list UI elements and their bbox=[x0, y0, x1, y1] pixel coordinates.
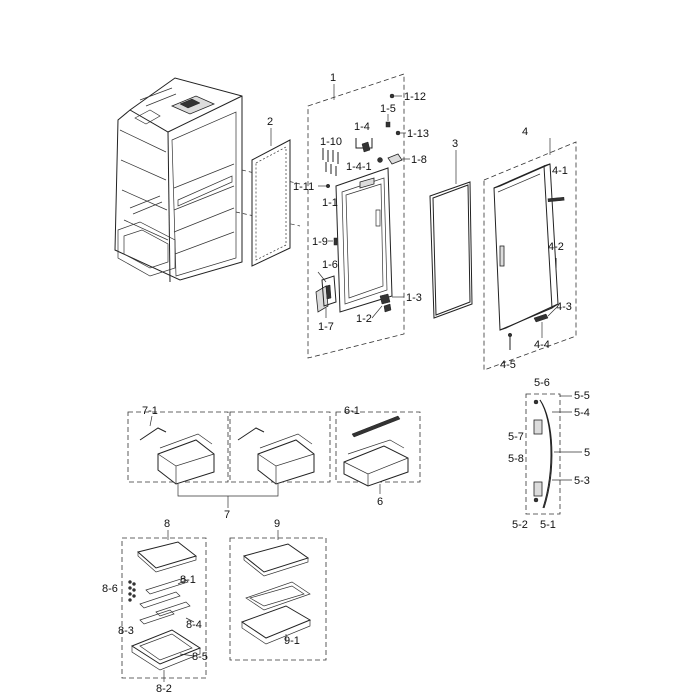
label-5-7: 5-7 bbox=[508, 431, 524, 443]
label-1-12: 1-12 bbox=[404, 91, 426, 103]
label-5: 5 bbox=[584, 447, 590, 459]
part-2-panel bbox=[251, 128, 291, 267]
part-1-door-frame bbox=[335, 167, 393, 313]
label-4-4: 4-4 bbox=[534, 339, 550, 351]
label-1-9: 1-9 bbox=[312, 236, 328, 248]
label-1-7: 1-7 bbox=[318, 321, 334, 333]
label-8: 8 bbox=[164, 518, 170, 530]
label-1-3: 1-3 bbox=[406, 292, 422, 304]
label-1-6: 1-6 bbox=[322, 259, 338, 271]
label-4-5: 4-5 bbox=[500, 359, 516, 371]
label-4-2: 4-2 bbox=[548, 241, 564, 253]
label-5-6: 5-6 bbox=[534, 377, 550, 389]
callout-labels: 1 1-12 1-5 1-4 1-13 1-10 1-4-1 1-8 1-11 … bbox=[102, 72, 590, 695]
label-1-5: 1-5 bbox=[380, 103, 396, 115]
label-1-11: 1-11 bbox=[293, 181, 314, 193]
part-7-door-bins bbox=[127, 411, 331, 508]
part-4-group-frame bbox=[483, 141, 577, 371]
label-8-1: 8-1 bbox=[180, 574, 196, 586]
label-4: 4 bbox=[522, 126, 528, 138]
label-5-3: 5-3 bbox=[574, 475, 590, 487]
label-1-4: 1-4 bbox=[354, 121, 370, 133]
label-6-1: 6-1 bbox=[344, 405, 360, 417]
label-4-3: 4-3 bbox=[556, 301, 572, 313]
label-8-2: 8-2 bbox=[156, 683, 172, 695]
label-5-2: 5-2 bbox=[512, 519, 528, 531]
label-1-13: 1-13 bbox=[407, 128, 429, 140]
label-7: 7 bbox=[224, 509, 230, 521]
label-4-1: 4-1 bbox=[552, 165, 568, 177]
label-5-5: 5-5 bbox=[574, 390, 590, 402]
label-1-8: 1-8 bbox=[411, 154, 427, 166]
part-3-door-gasket bbox=[429, 150, 473, 319]
label-1-10: 1-10 bbox=[320, 136, 342, 148]
label-5-1: 5-1 bbox=[540, 519, 556, 531]
label-5-4: 5-4 bbox=[574, 407, 590, 419]
label-3: 3 bbox=[452, 138, 458, 150]
part-4-door-panel bbox=[493, 138, 565, 350]
label-8-6: 8-6 bbox=[102, 583, 118, 595]
refrigerator-cabinet bbox=[114, 77, 243, 283]
label-6: 6 bbox=[377, 496, 383, 508]
label-8-4: 8-4 bbox=[186, 619, 202, 631]
label-5-8: 5-8 bbox=[508, 453, 524, 465]
label-7-1: 7-1 bbox=[142, 405, 158, 417]
label-9-1: 9-1 bbox=[284, 635, 300, 647]
part-1-group-frame bbox=[307, 73, 405, 359]
part-9-cover-assembly bbox=[229, 530, 327, 661]
part-6-bin bbox=[335, 411, 421, 494]
label-8-3: 8-3 bbox=[118, 625, 134, 637]
label-2: 2 bbox=[267, 116, 273, 128]
part-8-cover-assembly bbox=[121, 530, 207, 682]
label-9: 9 bbox=[274, 518, 280, 530]
part-5-door-handle bbox=[525, 393, 582, 515]
label-1: 1 bbox=[330, 72, 336, 84]
label-1-2: 1-2 bbox=[356, 313, 372, 325]
label-1-1: 1-1 bbox=[322, 197, 338, 209]
part-1-small-components bbox=[315, 93, 410, 319]
label-1-4-1: 1-4-1 bbox=[346, 161, 372, 173]
label-8-5: 8-5 bbox=[192, 651, 208, 663]
